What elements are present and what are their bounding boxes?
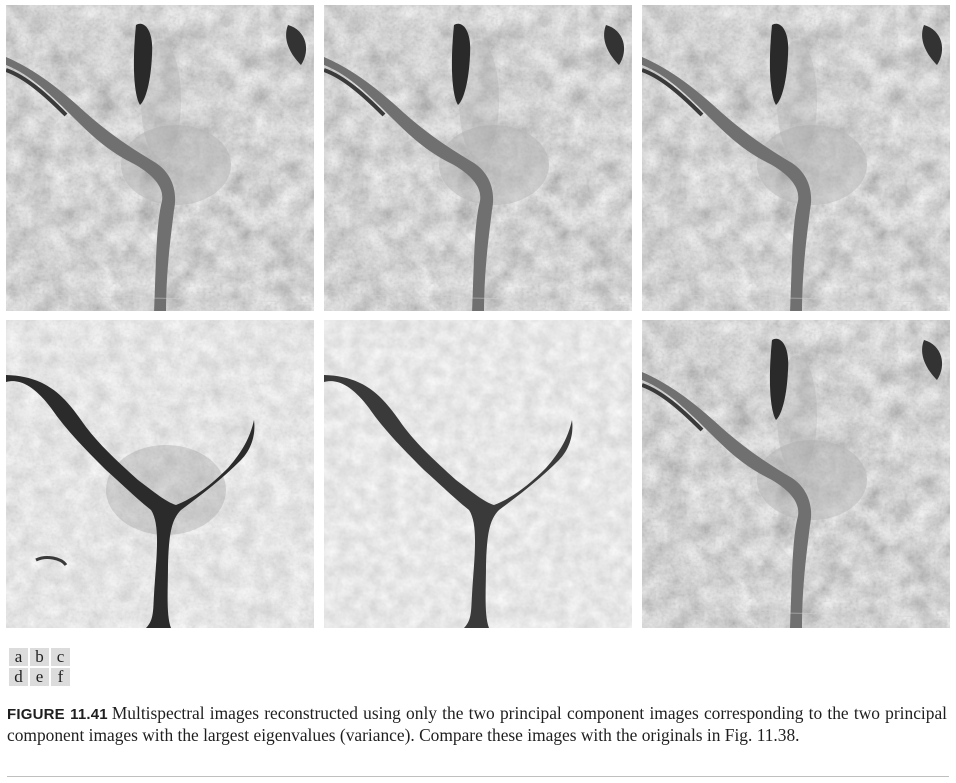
figure-label: FIGURE 11.41 — [7, 706, 108, 723]
bottom-rule — [7, 776, 949, 777]
panel-d-image — [6, 320, 314, 628]
panel-b-image — [324, 5, 632, 311]
panel-a-image — [6, 5, 314, 311]
panel-f-image — [642, 320, 950, 628]
caption-text: Multispectral images reconstructed using… — [7, 703, 947, 745]
panel-key-cell: c — [51, 648, 70, 666]
panel-key-cell: a — [9, 648, 28, 666]
panel-key-cell: e — [30, 668, 49, 686]
panel-key: a b c d e f — [7, 646, 72, 688]
panel-key-cell: d — [9, 668, 28, 686]
panel-key-row: a b c — [9, 648, 70, 666]
panel-e-image — [324, 320, 632, 628]
panel-key-cell: f — [51, 668, 70, 686]
panel-key-cell: b — [30, 648, 49, 666]
panel-c-image — [642, 5, 950, 311]
panel-key-row: d e f — [9, 668, 70, 686]
